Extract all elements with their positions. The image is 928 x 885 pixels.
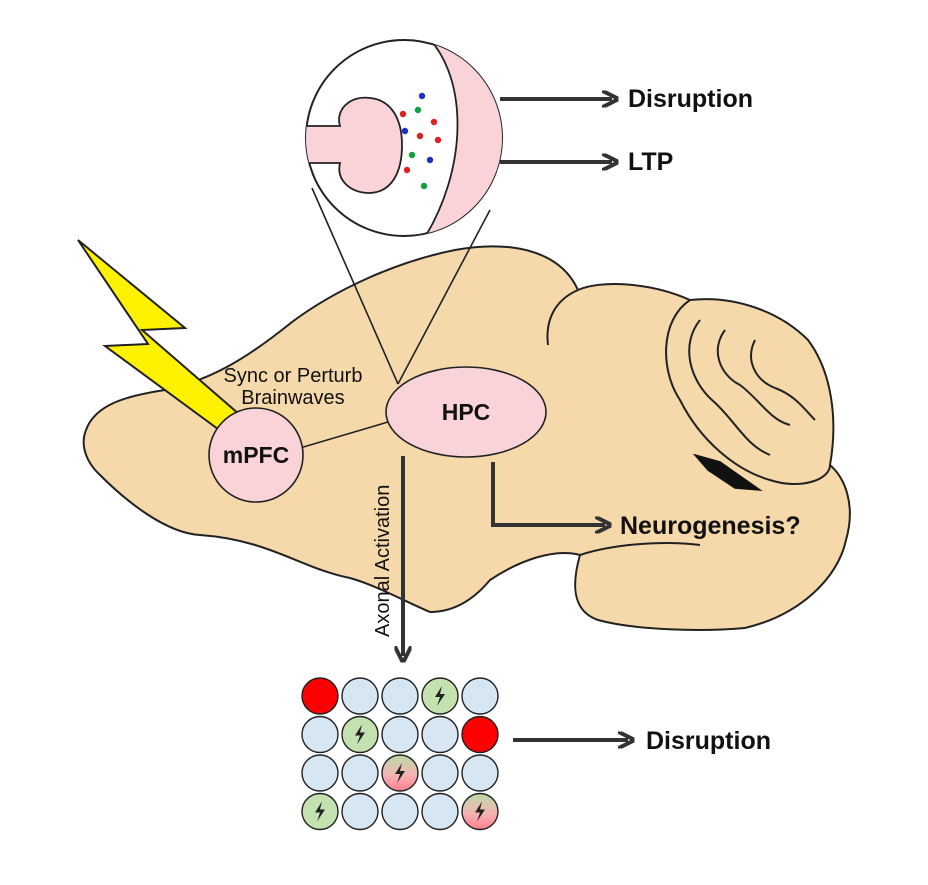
ltp-label: LTP [628, 148, 673, 176]
cell [381, 792, 419, 831]
neurogenesis-label: Neurogenesis? [620, 512, 801, 540]
cell [341, 754, 379, 792]
cell [301, 754, 339, 792]
mpfc-label: mPFC [223, 442, 289, 468]
disruption-top-label: Disruption [628, 85, 753, 113]
cell [301, 715, 339, 754]
neurotransmitter-dot [414, 106, 422, 114]
disruption-bottom-label: Disruption [646, 727, 771, 755]
neurotransmitter-dot [399, 110, 407, 118]
neurotransmitter-dot [416, 132, 424, 140]
lightning-bolt-icon [355, 724, 365, 745]
synapse-magnifier [305, 39, 503, 237]
cell [421, 792, 459, 831]
cerebellum [665, 299, 831, 491]
magnifier-lines [311, 187, 491, 385]
mpfc-hpc-connection [299, 421, 389, 449]
cell [421, 754, 459, 792]
neurotransmitter-dot [434, 136, 442, 144]
fourth-ventricle [692, 453, 763, 491]
neurotransmitter-dot [401, 127, 409, 135]
cell [381, 677, 419, 715]
hpc-region: HPC [385, 366, 547, 458]
lightning-bolt-icon [395, 763, 405, 783]
mpfc-region: mPFC [208, 407, 304, 503]
neurotransmitter-dot [418, 92, 426, 100]
presynaptic-terminal [306, 96, 403, 194]
synapse-arrows [500, 99, 612, 162]
cell-active-red [301, 677, 339, 715]
neurotransmitter-dot [420, 182, 428, 190]
cell [341, 792, 379, 831]
neurotransmitter-dot [426, 156, 434, 164]
neurotransmitter-dot [430, 118, 438, 126]
cell-grid [301, 677, 499, 831]
lightning-bolt-icon [475, 801, 485, 822]
neurotransmitter-dot [403, 166, 411, 174]
cortex-fold [546, 289, 579, 346]
cell [461, 754, 499, 792]
lightning-bolt-icon [435, 686, 445, 706]
neurotransmitter-dots [399, 92, 442, 190]
axonal-label: Axonal Activation [372, 485, 394, 637]
cell [421, 715, 459, 754]
neurogenesis-arrow [491, 462, 605, 525]
cell [381, 715, 419, 754]
lightning-bolt-icon [315, 801, 325, 822]
cell-active-red [461, 715, 499, 754]
sync-label-line2: Brainwaves [241, 387, 344, 409]
sync-label-line1: Sync or Perturb [224, 365, 363, 387]
neurotransmitter-dot [408, 151, 416, 159]
hpc-label: HPC [442, 399, 491, 425]
cell [461, 677, 499, 715]
cell [341, 677, 379, 715]
